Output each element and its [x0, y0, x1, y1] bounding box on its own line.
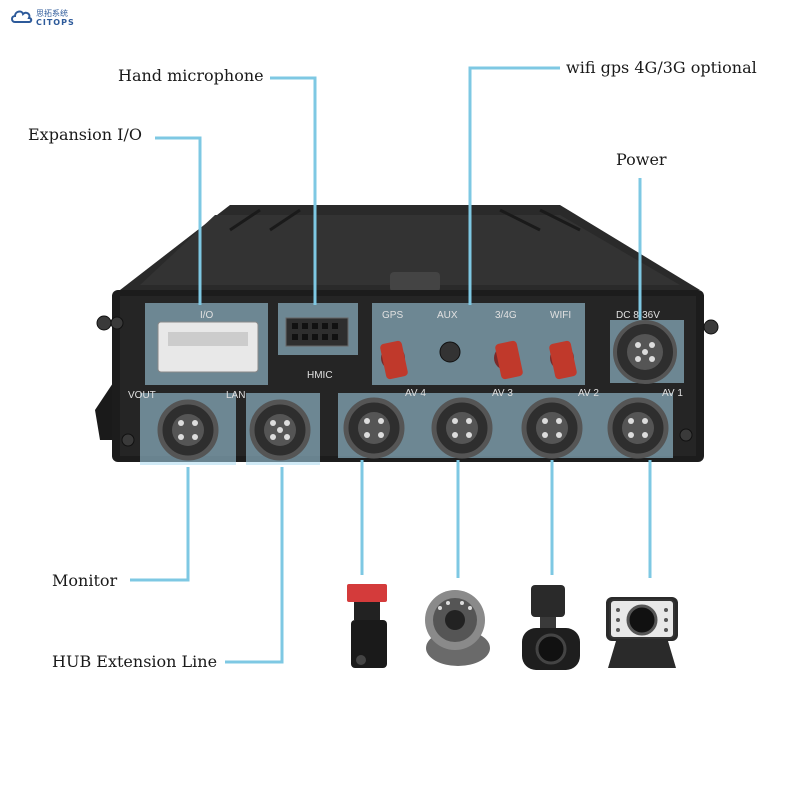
- leader-line-hub: [225, 467, 284, 664]
- av4-connector: [343, 397, 405, 459]
- screw: [703, 319, 719, 335]
- callout-wifi-gps: wifi gps 4G/3G optional: [566, 58, 757, 77]
- power-connector: [613, 320, 677, 384]
- antenna-4g: [494, 340, 523, 380]
- brand-logo: 思拓系统 CITOPS: [10, 6, 90, 30]
- callout-hand-microphone: Hand microphone: [118, 66, 264, 85]
- callout-power: Power: [616, 150, 667, 169]
- screw: [679, 428, 693, 442]
- screw: [121, 433, 135, 447]
- panel-label-av2: AV 2: [578, 388, 599, 399]
- panel-label-aux: AUX: [437, 310, 458, 321]
- callout-monitor: Monitor: [52, 571, 118, 590]
- camera-mount-icon: [522, 585, 580, 670]
- panel-label-4g: 3/4G: [495, 310, 517, 321]
- panel-label-vout: VOUT: [128, 390, 156, 401]
- panel-label-lan: LAN: [226, 390, 245, 401]
- cloud-logo-icon: [11, 10, 33, 23]
- panel-label-gps: GPS: [382, 310, 403, 321]
- antenna-gps: [380, 340, 408, 380]
- callout-expansion-io: Expansion I/O: [28, 125, 142, 144]
- av2-connector: [521, 397, 583, 459]
- av3-connector: [431, 397, 493, 459]
- panel-label-av4: AV 4: [405, 388, 426, 399]
- camera-rear-icon: [606, 597, 678, 668]
- leader-line-hmic: [270, 76, 317, 305]
- camera-dome-icon: [425, 590, 490, 666]
- panel-label-av3: AV 3: [492, 388, 513, 399]
- screw: [110, 316, 124, 330]
- screw: [96, 315, 112, 331]
- antenna-wifi: [549, 340, 577, 380]
- leader-line-io: [155, 136, 202, 305]
- panel-label-io: I/O: [200, 310, 214, 321]
- panel-label-wifi: WIFI: [550, 310, 571, 321]
- io-connector: [157, 321, 259, 373]
- callout-hub-extension: HUB Extension Line: [52, 652, 218, 671]
- aux-port: [439, 341, 461, 363]
- panel-label-hmic: HMIC: [307, 370, 333, 381]
- top-handle: [390, 272, 440, 292]
- brand-name-cn: 思拓系统: [36, 9, 68, 18]
- camera-dash-icon: [347, 584, 387, 668]
- lan-connector: [249, 399, 311, 461]
- av1-connector: [607, 397, 669, 459]
- brand-name-en: CITOPS: [36, 18, 75, 27]
- hmic-connector: [285, 317, 349, 347]
- panel-label-av1: AV 1: [662, 388, 683, 399]
- vout-connector: [157, 399, 219, 461]
- panel-label-power: DC 8-36V: [616, 310, 660, 321]
- leader-line-monitor: [130, 467, 190, 582]
- leader-line-wifi: [468, 66, 560, 305]
